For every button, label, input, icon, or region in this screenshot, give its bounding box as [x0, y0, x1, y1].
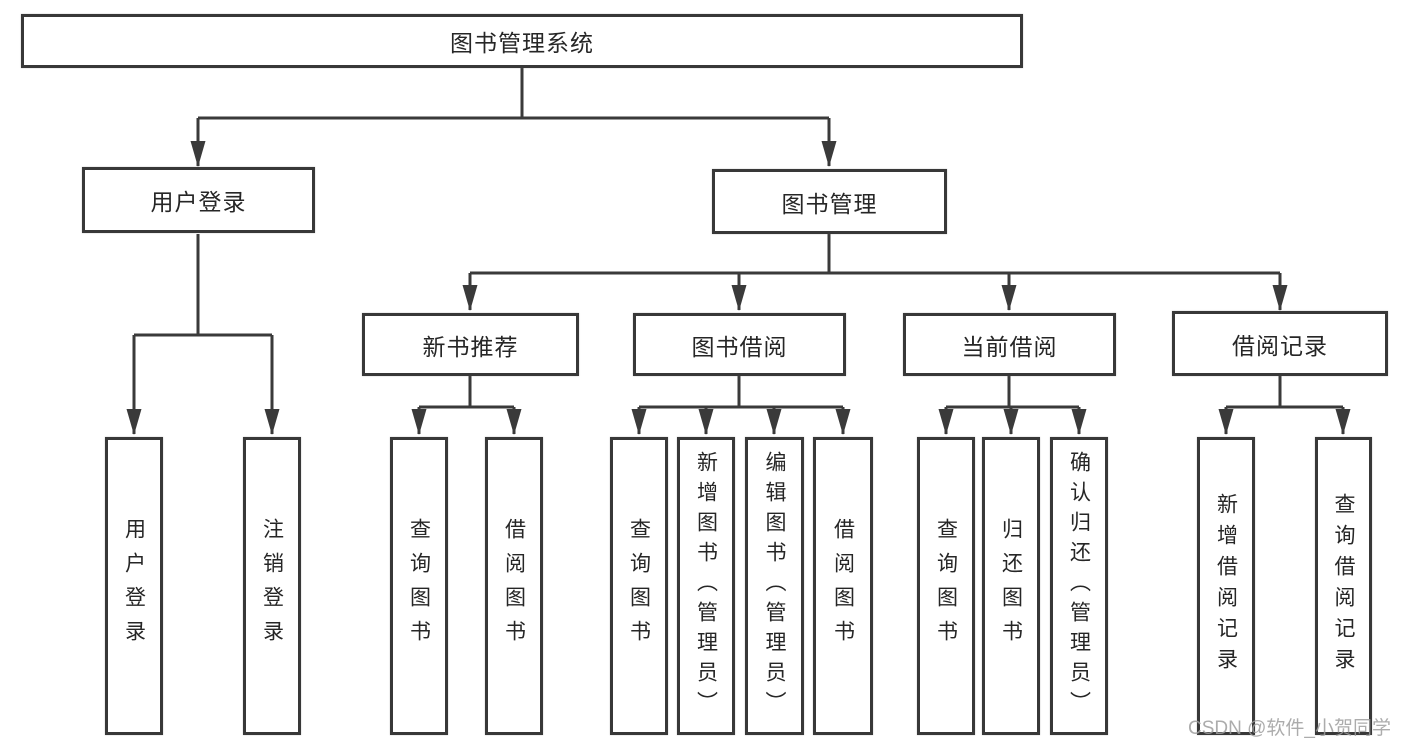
leaf-logout: 注销登录 [243, 437, 301, 735]
node-new-book-recommend-label: 新书推荐 [422, 333, 519, 360]
node-book-management-label: 图书管理 [781, 190, 878, 217]
edge-newbook-bar [419, 376, 514, 409]
leaf-current-confirm-return-admin: 确认归还（管理员） [1050, 437, 1108, 735]
node-user-login-label: 用户登录 [150, 189, 247, 215]
leaf-borrowing-borrow-books: 借阅图书 [813, 437, 873, 735]
leaf-borrowing-edit-books-admin: 编辑图书（管理员） [745, 437, 804, 735]
edge-current-bar [946, 376, 1079, 409]
leaf-borrowing-edit-books-admin-label: 编辑图书（管理员） [763, 451, 786, 721]
leaf-current-confirm-return-admin-label: 确认归还（管理员） [1067, 451, 1091, 721]
leaf-current-query-books: 查询图书 [917, 437, 975, 735]
edge-userlogin-bar [134, 234, 272, 337]
leaf-current-return-books-label: 归还图书 [999, 518, 1023, 654]
node-book-borrowing-label: 图书借阅 [691, 333, 788, 360]
csdn-watermark: CSDN @软件_小贺同学 [1188, 718, 1391, 739]
node-current-borrowing-label: 当前借阅 [961, 333, 1058, 360]
leaf-newbook-borrow-books: 借阅图书 [485, 437, 543, 735]
leaf-borrowing-add-books-admin-label: 新增图书（管理员） [694, 451, 718, 721]
leaf-borrowing-add-books-admin: 新增图书（管理员） [677, 437, 735, 735]
node-new-book-recommend: 新书推荐 [362, 313, 579, 376]
node-book-management: 图书管理 [712, 169, 947, 234]
leaf-newbook-query-books: 查询图书 [390, 437, 448, 735]
leaf-logout-label: 注销登录 [260, 518, 284, 654]
node-user-login: 用户登录 [82, 167, 315, 233]
leaf-current-return-books: 归还图书 [982, 437, 1040, 735]
node-current-borrowing: 当前借阅 [903, 313, 1116, 376]
node-root: 图书管理系统 [21, 14, 1023, 68]
leaf-newbook-borrow-books-label: 借阅图书 [502, 518, 526, 654]
leaf-borrowing-borrow-books-label: 借阅图书 [831, 518, 855, 654]
leaf-user-login: 用户登录 [105, 437, 163, 735]
edge-records-bar [1226, 376, 1343, 409]
leaf-records-query-record-label: 查询借阅记录 [1332, 493, 1355, 679]
leaf-user-login-label: 用户登录 [122, 518, 146, 654]
leaf-records-add-record: 新增借阅记录 [1197, 437, 1255, 735]
node-borrowing-records: 借阅记录 [1172, 311, 1388, 376]
leaf-borrowing-query-books: 查询图书 [610, 437, 668, 735]
leaf-newbook-query-books-label: 查询图书 [407, 518, 431, 654]
node-borrowing-records-label: 借阅记录 [1232, 332, 1328, 359]
edge-root-bar [198, 68, 829, 120]
leaf-records-query-record: 查询借阅记录 [1315, 437, 1372, 735]
leaf-borrowing-query-books-label: 查询图书 [627, 518, 651, 654]
leaf-current-query-books-label: 查询图书 [934, 518, 958, 654]
edge-borrowing-bar [639, 376, 843, 409]
node-root-label: 图书管理系统 [450, 30, 594, 56]
edge-bookmgmt-bar [470, 234, 1280, 275]
node-book-borrowing: 图书借阅 [633, 313, 846, 376]
leaf-records-add-record-label: 新增借阅记录 [1214, 493, 1238, 679]
